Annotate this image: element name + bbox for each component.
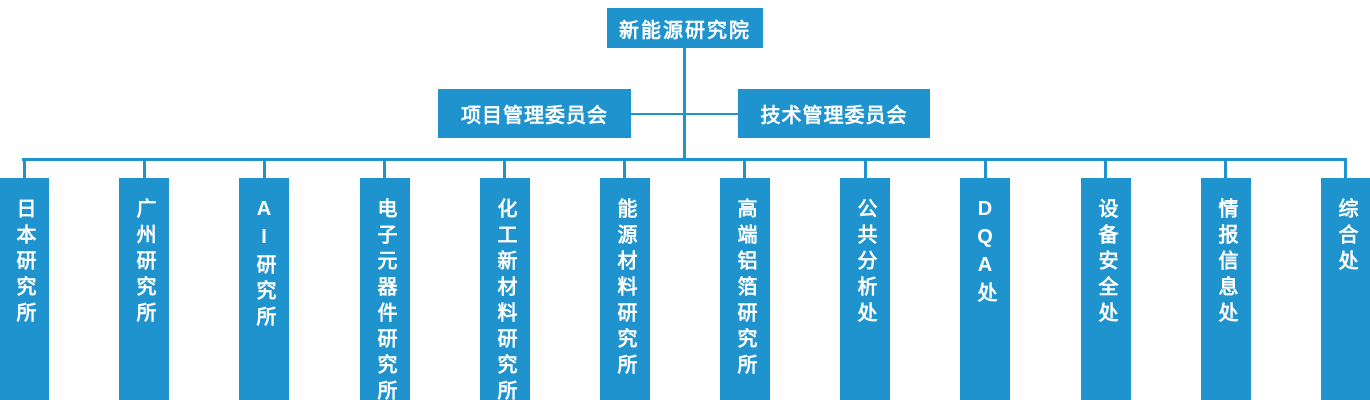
department-node-guangzhou-institute: 广州研究所 [119, 178, 169, 400]
department-label: 广州研究所 [133, 198, 155, 328]
department-label: 日本研究所 [13, 198, 35, 328]
connector-department-stub [743, 158, 746, 179]
connector-department-stub [1104, 158, 1107, 179]
department-node-japan-institute: 日本研究所 [0, 178, 49, 400]
connector-department-stub [143, 158, 146, 179]
department-node-ai-institute: AI研究所 [239, 178, 289, 400]
department-node-equipment-safety-office: 设备安全处 [1081, 178, 1131, 400]
connector-department-stub [383, 158, 386, 179]
department-node-chemical-new-materials-institute: 化工新材料研究所 [480, 178, 530, 400]
department-label: DQA处 [974, 198, 996, 308]
department-label: 综合处 [1335, 198, 1357, 276]
connector-department-stub [864, 158, 867, 179]
department-node-dqa-office: DQA处 [960, 178, 1010, 400]
department-label: 公共分析处 [854, 198, 876, 328]
department-node-high-end-aluminum-foil-institute: 高端铝箔研究所 [720, 178, 770, 400]
department-label: 化工新材料研究所 [494, 198, 516, 400]
department-label: 能源材料研究所 [614, 198, 636, 380]
connector-root-vertical-line [683, 48, 686, 161]
connector-department-stub [1224, 158, 1227, 179]
department-label: 设备安全处 [1095, 198, 1117, 328]
committee-node-project-management: 项目管理委员会 [438, 89, 631, 138]
connector-department-stub [623, 158, 626, 179]
department-node-public-analysis-office: 公共分析处 [840, 178, 890, 400]
connector-department-stub [263, 158, 266, 179]
connector-department-stub [503, 158, 506, 179]
department-node-general-affairs-office: 综合处 [1321, 178, 1370, 400]
department-label: 电子元器件研究所 [374, 198, 396, 400]
department-node-electronic-components-institute: 电子元器件研究所 [360, 178, 410, 400]
committee-node-technical-management: 技术管理委员会 [738, 89, 930, 138]
connector-department-stub [984, 158, 987, 179]
department-label: 情报信息处 [1215, 198, 1237, 328]
connector-departments-bus-line [22, 158, 1347, 161]
connector-department-stub [23, 158, 26, 179]
department-node-intelligence-information-office: 情报信息处 [1201, 178, 1251, 400]
department-node-energy-materials-institute: 能源材料研究所 [600, 178, 650, 400]
department-label: AI研究所 [253, 198, 275, 332]
connector-department-stub [1344, 158, 1347, 179]
connector-committee-horizontal-line [631, 113, 738, 115]
department-label: 高端铝箔研究所 [734, 198, 756, 380]
root-node: 新能源研究院 [607, 8, 763, 48]
